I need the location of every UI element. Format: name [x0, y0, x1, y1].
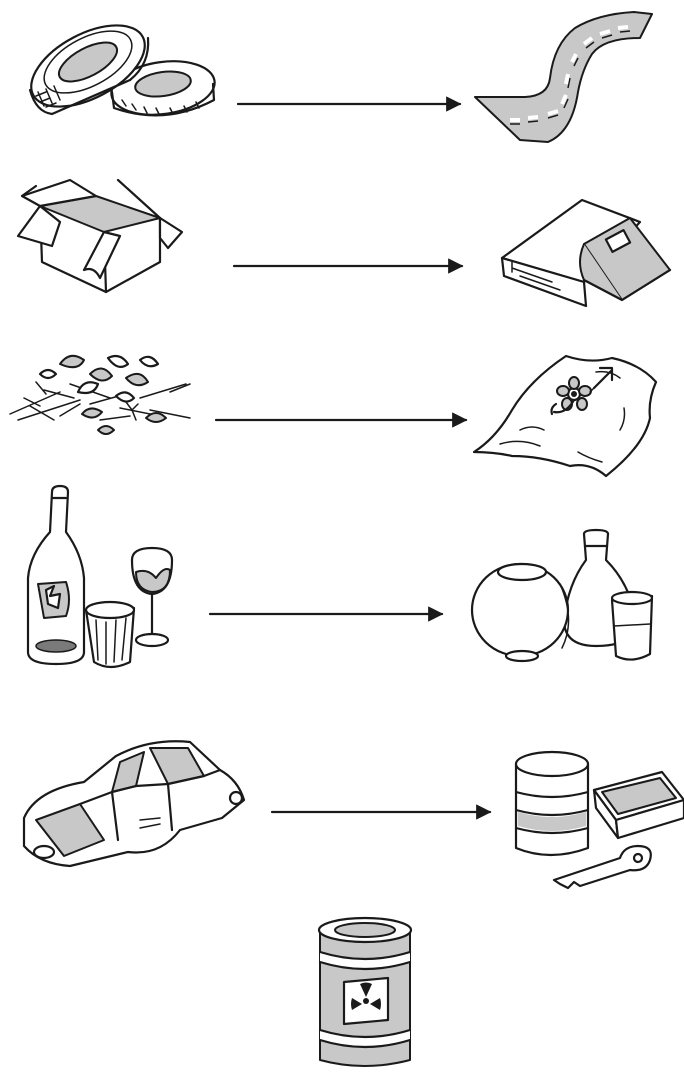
radioactive-barrel-icon [319, 918, 411, 1066]
tires-icon [18, 9, 218, 124]
glass-bottles-icon [28, 486, 172, 667]
car-body-icon [24, 741, 244, 866]
garden-waste-icon [10, 356, 190, 434]
compost-bag-icon [474, 356, 656, 476]
books-icon [502, 200, 670, 306]
road-icon [475, 12, 652, 142]
glassware-icon [472, 530, 652, 661]
metal-products-icon [516, 752, 684, 888]
cardboard-box-icon [18, 180, 182, 292]
